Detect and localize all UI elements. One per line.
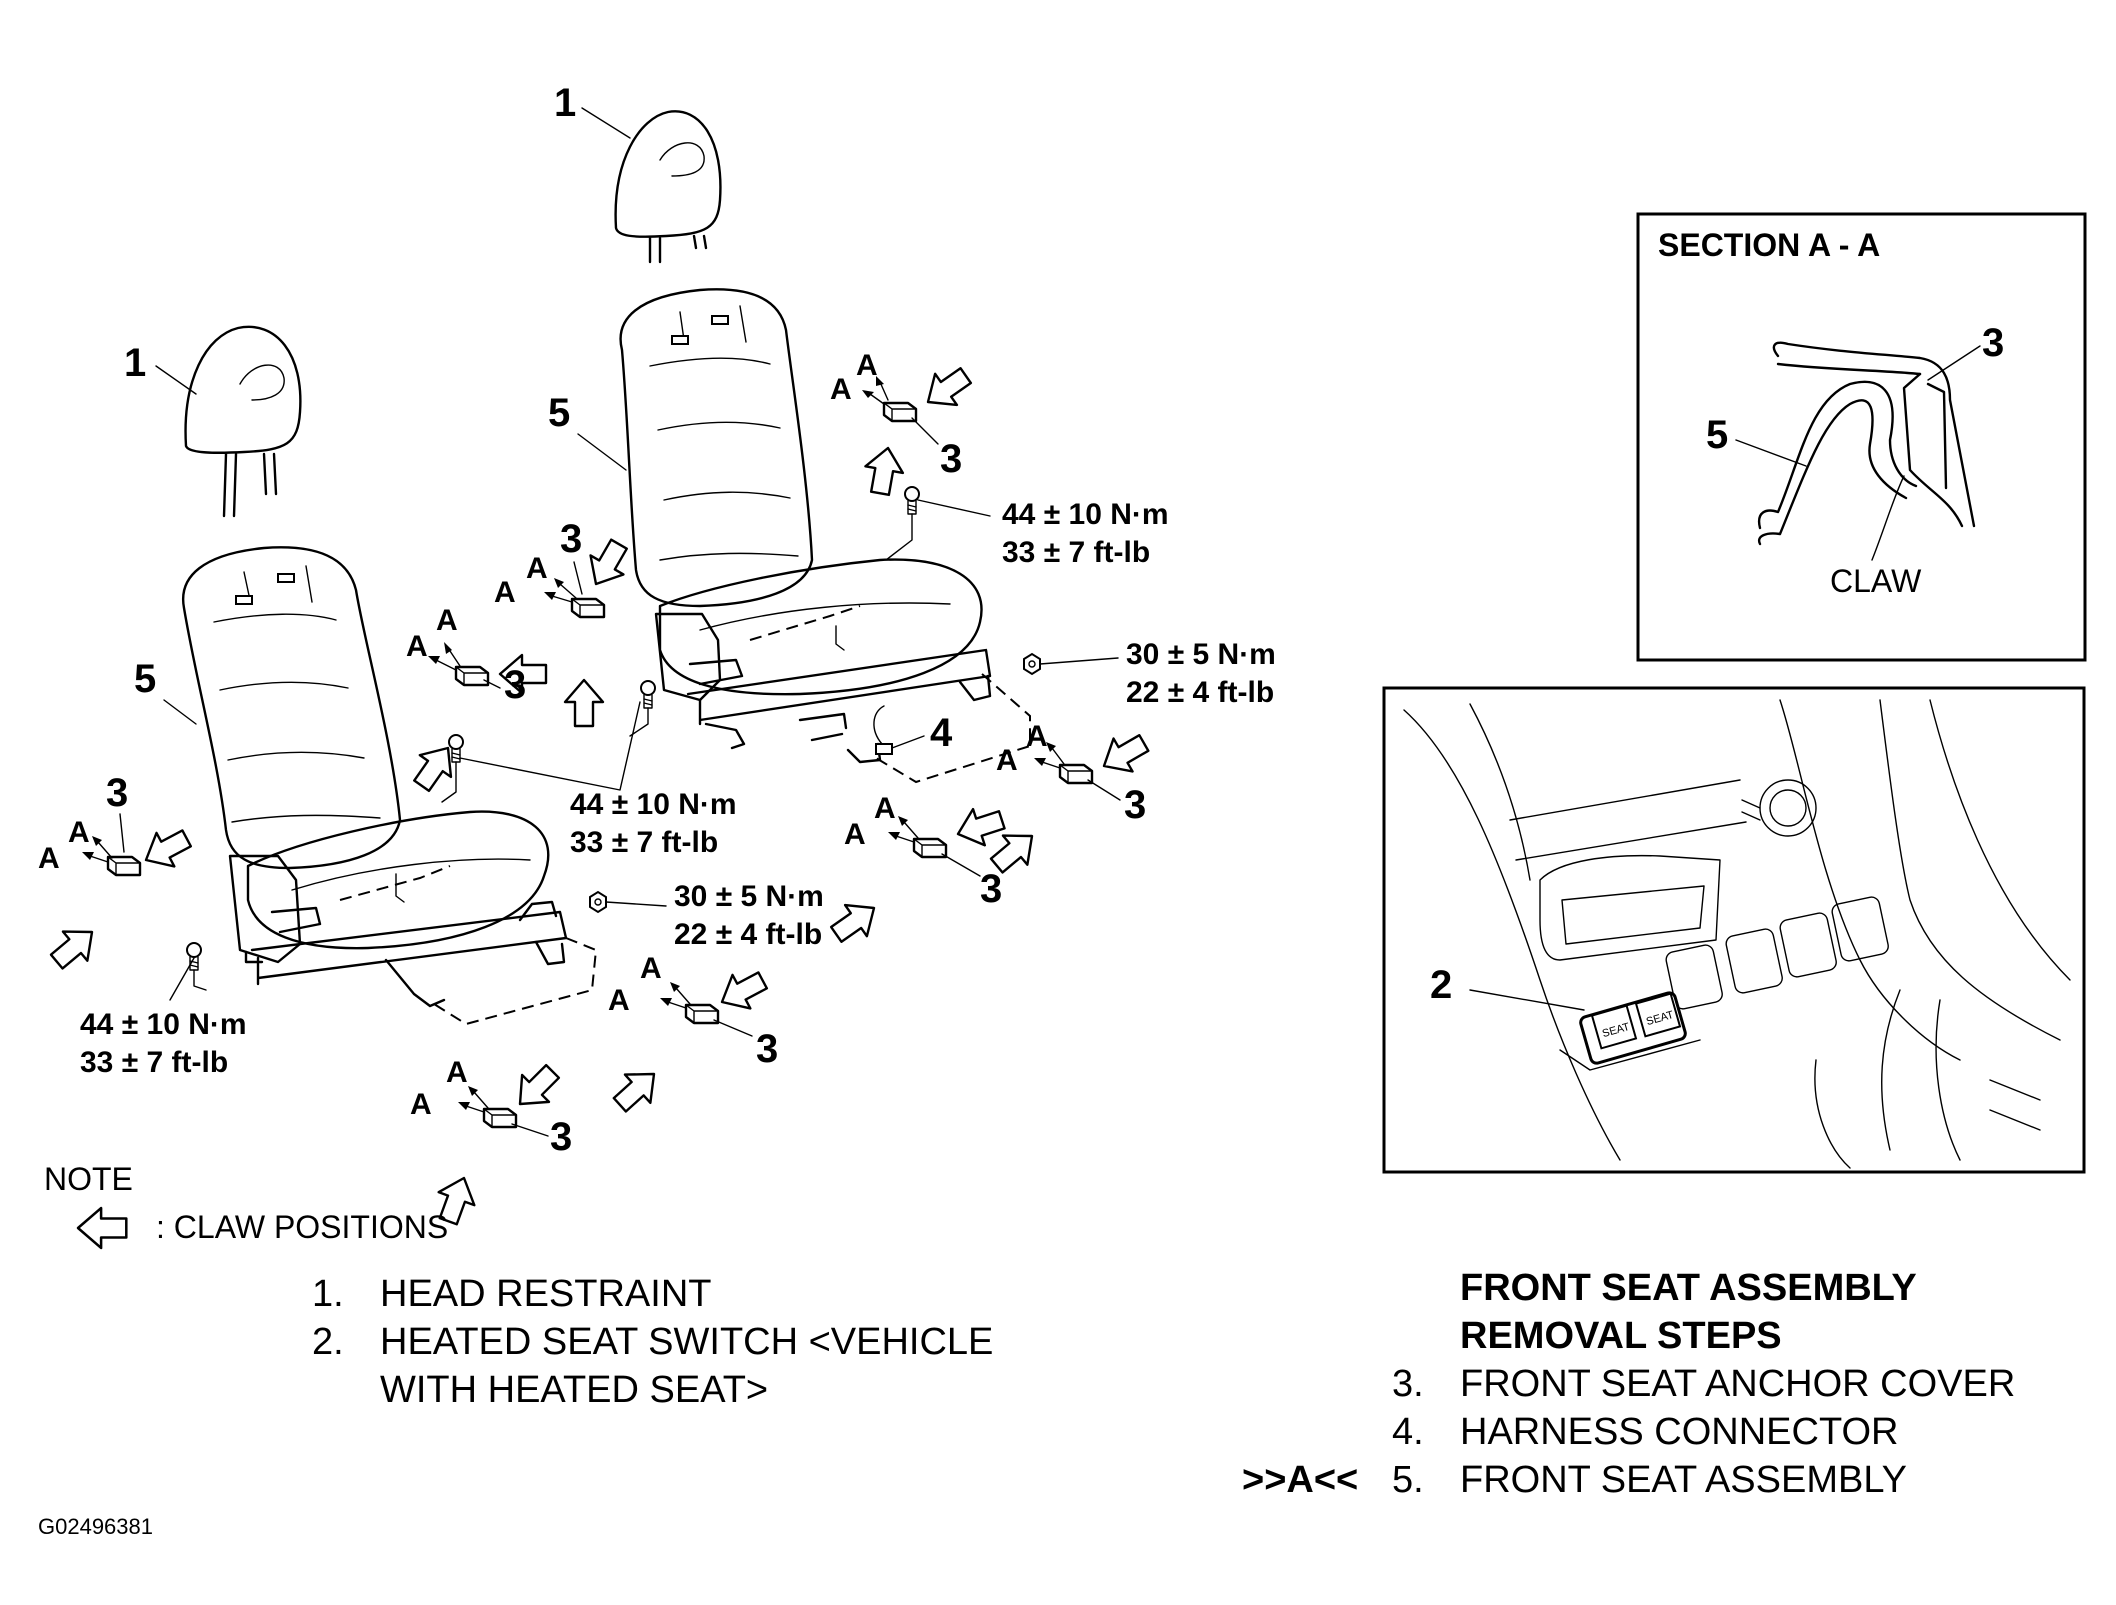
removal-num: 5. bbox=[1392, 1459, 1424, 1501]
callout-3: 3 bbox=[106, 771, 128, 815]
removal-marker: >>A<< bbox=[1242, 1459, 1358, 1501]
torque-middle-ftlb: 33 ± 7 ft-lb bbox=[570, 826, 718, 859]
legend-num: 2. bbox=[312, 1321, 344, 1363]
callout-3: 3 bbox=[980, 867, 1002, 911]
legend-num: 1. bbox=[312, 1273, 344, 1315]
callout-3: 3 bbox=[550, 1115, 572, 1159]
torque-upper-right-nm: 44 ± 10 N·m bbox=[1002, 498, 1169, 531]
note-title: NOTE bbox=[44, 1161, 133, 1197]
torque-lower-left-ftlb: 33 ± 7 ft-lb bbox=[80, 1046, 228, 1079]
nut-middle-icon bbox=[589, 891, 607, 913]
claw-arrow-icon bbox=[711, 962, 773, 1020]
anchor-cover-cluster-3: A A 3 bbox=[404, 604, 548, 798]
section-marker-a: A bbox=[640, 952, 662, 985]
torque-upper-right-ftlb: 33 ± 7 ft-lb bbox=[1002, 536, 1150, 569]
seat-left bbox=[181, 546, 568, 1008]
claw-arrow-icon bbox=[950, 800, 1009, 854]
section-callout-5: 5 bbox=[1706, 413, 1728, 457]
section-marker-a: A bbox=[830, 373, 852, 406]
torque-nut-right-nm: 30 ± 5 N·m bbox=[1126, 638, 1276, 671]
switch-callout-2: 2 bbox=[1430, 963, 1452, 1007]
torque-middle-nm: 44 ± 10 N·m bbox=[570, 788, 737, 821]
callout-3: 3 bbox=[756, 1027, 778, 1071]
anchor-cover-cluster-1: A A 3 bbox=[830, 349, 978, 498]
removal-num: 3. bbox=[1392, 1363, 1424, 1405]
anchor-cover-cluster-8: A A 3 bbox=[410, 1056, 572, 1229]
section-marker-a: A bbox=[406, 630, 428, 663]
callout-5-right: 5 bbox=[548, 391, 570, 435]
callout-3: 3 bbox=[504, 663, 526, 707]
section-marker-a: A bbox=[608, 984, 630, 1017]
section-marker-a: A bbox=[410, 1088, 432, 1121]
headrest-right bbox=[614, 110, 722, 264]
callout-3: 3 bbox=[1124, 783, 1146, 827]
torque-nut-right-ftlb: 22 ± 4 ft-lb bbox=[1126, 676, 1274, 709]
section-marker-a: A bbox=[436, 604, 458, 637]
heated-seat-switch-box: SEAT SEAT 2 bbox=[1382, 686, 2086, 1174]
anchor-cover-cluster-4: A A 3 bbox=[38, 771, 197, 978]
legend-list: 1. HEAD RESTRAINT 2. HEATED SEAT SWITCH … bbox=[312, 1273, 993, 1411]
section-callout-3: 3 bbox=[1982, 321, 2004, 365]
callout-1-left: 1 bbox=[124, 341, 146, 385]
removal-num: 4. bbox=[1392, 1411, 1424, 1453]
claw-arrow-icon bbox=[563, 678, 605, 728]
section-marker-a: A bbox=[446, 1056, 468, 1089]
section-marker-a: A bbox=[996, 744, 1018, 777]
claw-arrow-icon bbox=[578, 533, 637, 595]
section-marker-a: A bbox=[494, 576, 516, 609]
section-a-a-box: SECTION A - A 3 5 CLAW bbox=[1636, 212, 2087, 662]
section-marker-a: A bbox=[874, 792, 896, 825]
section-marker-a: A bbox=[1026, 720, 1048, 753]
claw-arrow-icon bbox=[824, 891, 887, 952]
bolt-upper-right-icon bbox=[904, 486, 920, 515]
section-marker-a: A bbox=[844, 818, 866, 851]
torque-nut-middle-nm: 30 ± 5 N·m bbox=[674, 880, 824, 913]
claw-label: CLAW bbox=[1830, 563, 1922, 599]
torque-nut-middle-ftlb: 22 ± 4 ft-lb bbox=[674, 918, 822, 951]
claw-arrow-icon bbox=[505, 1056, 568, 1119]
removal-text: FRONT SEAT ASSEMBLY bbox=[1460, 1459, 1907, 1501]
figure-id: G02496381 bbox=[38, 1514, 153, 1539]
anchor-cover-cluster-7: A A 3 bbox=[605, 952, 778, 1121]
legend-text: HEATED SEAT SWITCH <VEHICLE bbox=[380, 1321, 993, 1363]
claw-arrow-icon bbox=[915, 358, 978, 419]
callout-4-connector: 4 bbox=[930, 711, 953, 755]
claw-arrow-icon bbox=[605, 1058, 668, 1121]
anchor-cover-cluster-5: A A 3 bbox=[983, 720, 1155, 882]
section-marker-a: A bbox=[526, 552, 548, 585]
callout-1-right: 1 bbox=[554, 81, 576, 125]
removal-title-1: FRONT SEAT ASSEMBLY bbox=[1460, 1267, 1917, 1309]
removal-text: FRONT SEAT ANCHOR COVER bbox=[1460, 1363, 2015, 1405]
callout-3: 3 bbox=[940, 437, 962, 481]
anchor-cover-cluster-6: A A 3 bbox=[824, 792, 1009, 952]
legend-text: HEAD RESTRAINT bbox=[380, 1273, 711, 1315]
callout-3: 3 bbox=[560, 517, 582, 561]
seat-right bbox=[619, 288, 992, 764]
anchor-cover-cluster-2: A A 3 bbox=[494, 517, 637, 728]
claw-arrow-icon bbox=[860, 443, 908, 498]
callout-5-left: 5 bbox=[134, 657, 156, 701]
claw-arrow-icon bbox=[43, 916, 106, 978]
torque-lower-left-nm: 44 ± 10 N·m bbox=[80, 1008, 247, 1041]
legend-text: WITH HEATED SEAT> bbox=[380, 1369, 768, 1411]
claw-arrow-icon bbox=[135, 820, 197, 878]
nut-right-icon bbox=[1023, 653, 1041, 675]
removal-steps: FRONT SEAT ASSEMBLY REMOVAL STEPS 3. FRO… bbox=[1242, 1267, 2015, 1501]
removal-text: HARNESS CONNECTOR bbox=[1460, 1411, 1898, 1453]
section-marker-a: A bbox=[68, 816, 90, 849]
claw-arrow-icon bbox=[1093, 725, 1155, 784]
removal-title-2: REMOVAL STEPS bbox=[1460, 1315, 1782, 1357]
note-text: : CLAW POSITIONS bbox=[156, 1209, 448, 1245]
claw-arrow-icon bbox=[76, 1206, 128, 1250]
section-marker-a: A bbox=[856, 349, 878, 382]
headrest-left bbox=[184, 325, 302, 518]
bolt-upper-left-icon bbox=[640, 680, 656, 709]
section-marker-a: A bbox=[38, 842, 60, 875]
section-title: SECTION A - A bbox=[1658, 227, 1880, 263]
